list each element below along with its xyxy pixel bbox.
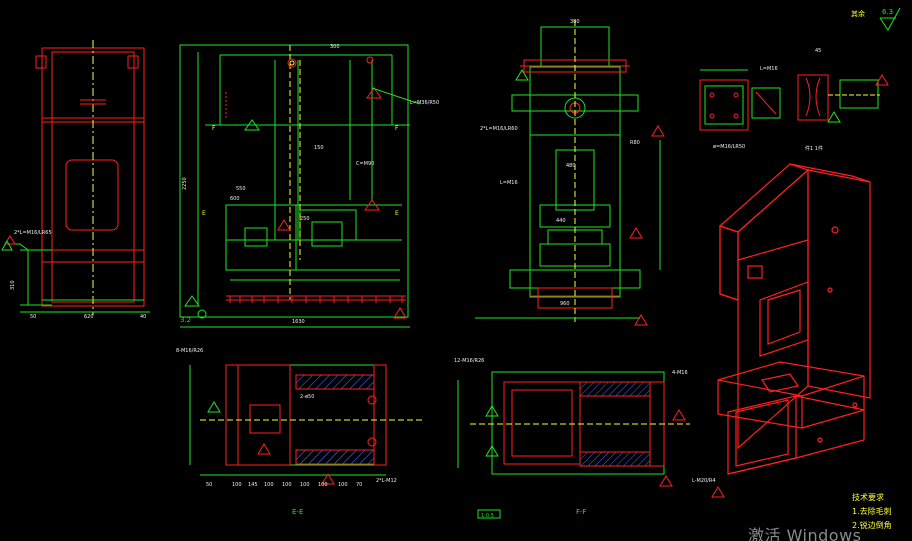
svg-text:100: 100 [264,482,274,488]
svg-text:145: 145 [248,482,258,488]
section-ee: 8-M16/R26 2-ø50 2*L-M12 E-E 50 100 145 100… [176,348,425,516]
dim-total-width: 1630 [292,319,305,325]
svg-text:480: 480 [566,163,576,169]
dim-height: 2250 [182,177,188,190]
svg-text:100: 100 [282,482,292,488]
svg-text:8-M16/R26: 8-M16/R26 [176,348,203,354]
dim-250: 250 [300,216,310,222]
svg-text:R80: R80 [630,140,640,146]
technical-requirements: 技术要求 1.去除毛刺 2.锐边倒角 [852,492,892,530]
svg-text:100: 100 [232,482,242,488]
svg-text:40: 40 [140,314,146,320]
dim-150: 150 [314,145,324,151]
front-view: 2250 1630 [179,44,439,328]
side-view: 2*L=M16/LR65 310 620 50 40 [1,40,150,320]
dim-440: 440 [556,218,566,224]
svg-text:L=M16: L=M16 [760,66,778,72]
roughness-symbol: 其余 6.3 [851,7,901,31]
svg-text:100: 100 [338,482,348,488]
tech-note-1: 1.去除毛刺 [852,506,892,516]
svg-text:2-ø50: 2-ø50 [300,394,314,400]
svg-text:E: E [202,210,206,217]
svg-text:2*L=M16/LR60: 2*L=M16/LR60 [480,126,518,132]
right-view: 380 480 440 960 L=M16 2*L=M16/LR60 R80 [475,19,665,326]
svg-text:12-M16/R26: 12-M16/R26 [454,358,484,364]
svg-text:50: 50 [206,482,212,488]
svg-text:2*L-M12: 2*L-M12 [376,478,397,484]
svg-text:300: 300 [330,44,340,50]
svg-text:2*L=M16/LR65: 2*L=M16/LR65 [14,230,52,236]
svg-text:L=M16: L=M16 [500,180,518,186]
svg-text:70: 70 [356,482,362,488]
scale-box: 1:0.5 [481,513,494,519]
roughness-value: 6.3 [882,8,893,16]
isometric-view [717,163,871,475]
windows-activation-watermark: 激活 Windows [748,526,862,541]
section-ff-label: F-F [576,508,587,516]
dim-width: 620 [84,314,94,320]
svg-text:100: 100 [318,482,328,488]
svg-text:100: 100 [300,482,310,488]
svg-text:F: F [395,125,399,132]
svg-text:ø=M16/LR50: ø=M16/LR50 [713,144,745,150]
svg-text:3.2: 3.2 [180,316,191,324]
svg-text:L-M20/R4: L-M20/R4 [692,478,716,484]
svg-text:F: F [212,125,216,132]
svg-text:C=M90: C=M90 [356,161,374,167]
detail-views: ø=M16/LR50 件1 1件 L=M16 45 [699,48,889,152]
section-ee-label: E-E [292,508,303,516]
svg-text:600: 600 [230,196,240,202]
svg-text:50: 50 [30,314,36,320]
svg-text:L=M36/R50: L=M36/R50 [410,100,439,106]
svg-text:4-M16: 4-M16 [672,370,688,376]
section-ff: 12-M16/R26 4-M16 L-M20/R4 F-F 1:0.5 [454,358,725,519]
svg-text:E: E [395,210,399,217]
tech-notes-title: 技术要求 [852,492,884,502]
roughness-label: 其余 [851,9,865,18]
svg-text:310: 310 [10,280,16,290]
dim-960: 960 [560,301,570,307]
svg-text:45: 45 [815,48,821,54]
svg-text:550: 550 [236,186,246,192]
tech-note-2: 2.锐边倒角 [852,520,892,530]
svg-text:件1 1件: 件1 1件 [805,145,823,152]
